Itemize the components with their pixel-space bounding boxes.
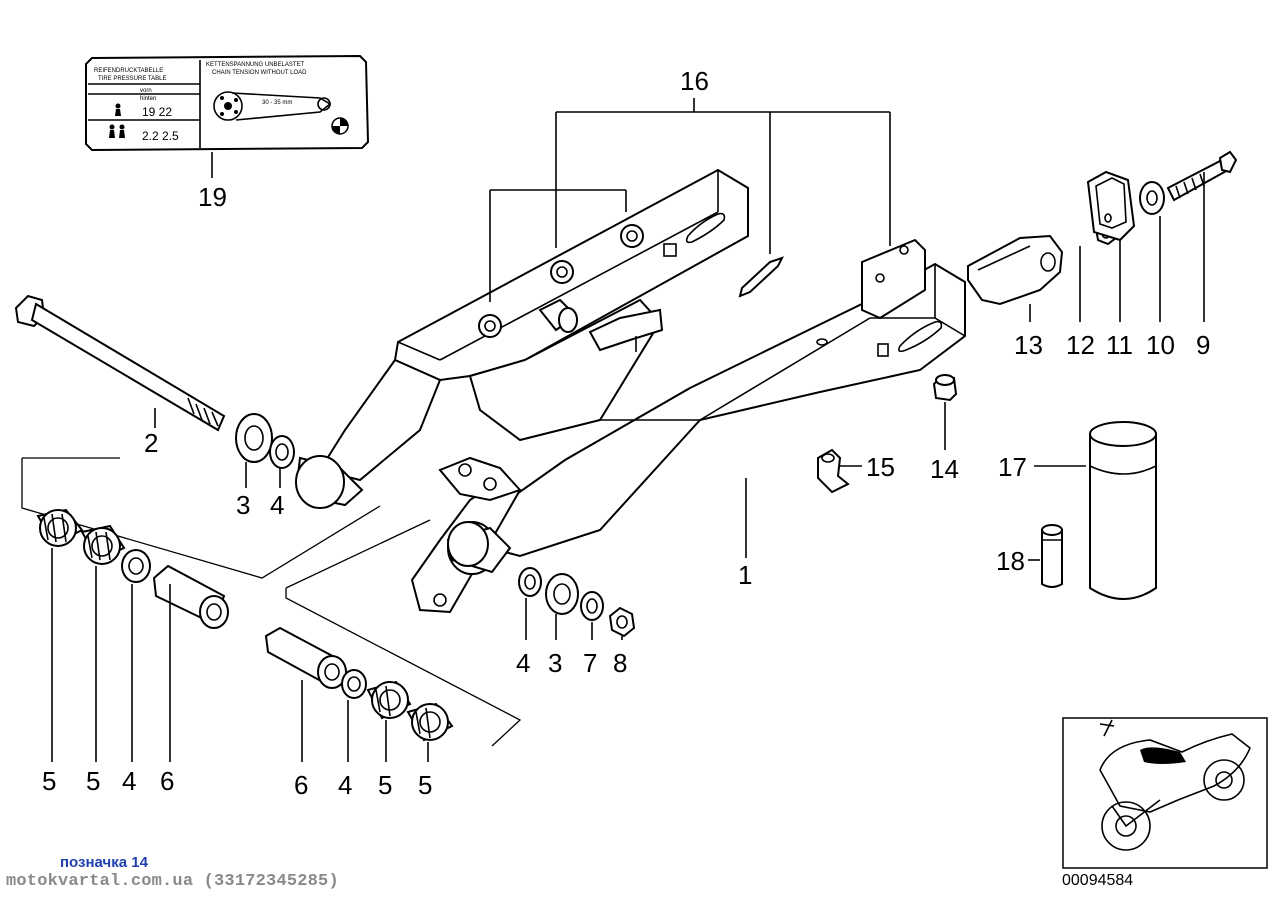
- motorcycle-icon: [1099, 719, 1251, 851]
- callout-9: 9: [1196, 330, 1210, 360]
- tag-chain-range: 30 - 35 mm: [262, 100, 292, 106]
- callout-10: 10: [1146, 330, 1175, 360]
- sleeve-6b: [264, 626, 347, 689]
- pivot-shaft-part: [14, 294, 226, 432]
- caption-label: позначка 14: [60, 854, 148, 871]
- washer-3b: [545, 573, 579, 615]
- needle-bearing-5d: [406, 702, 454, 742]
- callout-16: 16: [680, 66, 709, 96]
- callout-14: 14: [930, 454, 959, 484]
- callout-numbers: 2 3 4 5 5 4 6 6 4 5 5 4 3 7 8 1 16 19 13…: [42, 66, 1210, 800]
- callout-6-a: 6: [160, 766, 174, 796]
- washer-4-left: [269, 435, 295, 469]
- callout-4-left: 4: [270, 490, 284, 520]
- washer-3-left: [235, 413, 273, 463]
- washer-7: [580, 591, 604, 621]
- sticker-16: [738, 256, 784, 298]
- assembly-box-right: [285, 519, 522, 747]
- tag-line2-right: CHAIN TENSION WITHOUT LOAD: [212, 70, 307, 76]
- needle-bearing-5a: [36, 508, 84, 547]
- callout-13: 13: [1014, 330, 1043, 360]
- sleeve-6a: [152, 564, 229, 629]
- grease-can-17: [1089, 421, 1157, 600]
- callout-1: 1: [738, 560, 752, 590]
- clip-15: [817, 448, 850, 494]
- tag-solo-values: 19 22: [142, 105, 172, 119]
- callout-12: 12: [1066, 330, 1095, 360]
- callout-7: 7: [583, 648, 597, 678]
- callout-19: 19: [198, 182, 227, 212]
- callout-5-c: 5: [378, 770, 392, 800]
- tag-duo-values: 2.2 2.5: [142, 129, 179, 143]
- tag-line1-left: REIFENDRUCKTABELLE: [94, 68, 163, 74]
- motorcycle-thumbnail: [1062, 717, 1268, 869]
- washer-4b: [518, 567, 542, 597]
- assembly-box-left: [21, 458, 381, 579]
- tire-pressure-label-part: REIFENDRUCKTABELLE TIRE PRESSURE TABLE K…: [85, 54, 370, 178]
- plug-14: [932, 374, 958, 402]
- rider-icon: [115, 103, 121, 116]
- callout-11: 11: [1106, 330, 1133, 360]
- callout-3-left: 3: [236, 490, 250, 520]
- swingarm-part: [295, 168, 966, 614]
- callout-5-d: 5: [418, 770, 432, 800]
- needle-bearing-5c: [366, 680, 412, 720]
- tag-line2-left: TIRE PRESSURE TABLE: [98, 76, 166, 82]
- block-11: [1086, 170, 1136, 242]
- callout-3-b: 3: [548, 648, 562, 678]
- washer-10: [1139, 181, 1165, 215]
- callout-4-c: 4: [122, 766, 136, 796]
- callout-6-b: 6: [294, 770, 308, 800]
- callout-18: 18: [996, 546, 1025, 576]
- bmw-logo-icon: [331, 117, 349, 135]
- tag-front: vorn: [140, 88, 152, 94]
- tag-line1-right: KETTENSPANNUNG UNBELASTET: [206, 62, 305, 68]
- rider-passenger-icon: [109, 124, 125, 138]
- callout-17: 17: [998, 452, 1027, 482]
- callout-5-a: 5: [42, 766, 56, 796]
- sprocket-icon: [213, 91, 332, 121]
- pin-18: [1041, 524, 1063, 588]
- washer-4d: [341, 669, 367, 699]
- nut-8: [608, 606, 636, 638]
- callout-4-d: 4: [338, 770, 352, 800]
- needle-bearing-5b: [80, 524, 126, 565]
- callout-2: 2: [144, 428, 158, 458]
- washer-4c: [121, 549, 151, 583]
- bolt-9: [1166, 150, 1238, 202]
- website-watermark: motokvartal.com.ua (33172345285): [6, 872, 339, 891]
- callout-15: 15: [866, 452, 895, 482]
- callout-8: 8: [613, 648, 627, 678]
- diagram-reference-number: 00094584: [1062, 872, 1134, 889]
- tag-rear: hinten: [140, 96, 156, 102]
- callout-5-b: 5: [86, 766, 100, 796]
- chain-adjuster-13: [967, 234, 1064, 306]
- leader-lines: [51, 98, 1205, 762]
- callout-4-b: 4: [516, 648, 530, 678]
